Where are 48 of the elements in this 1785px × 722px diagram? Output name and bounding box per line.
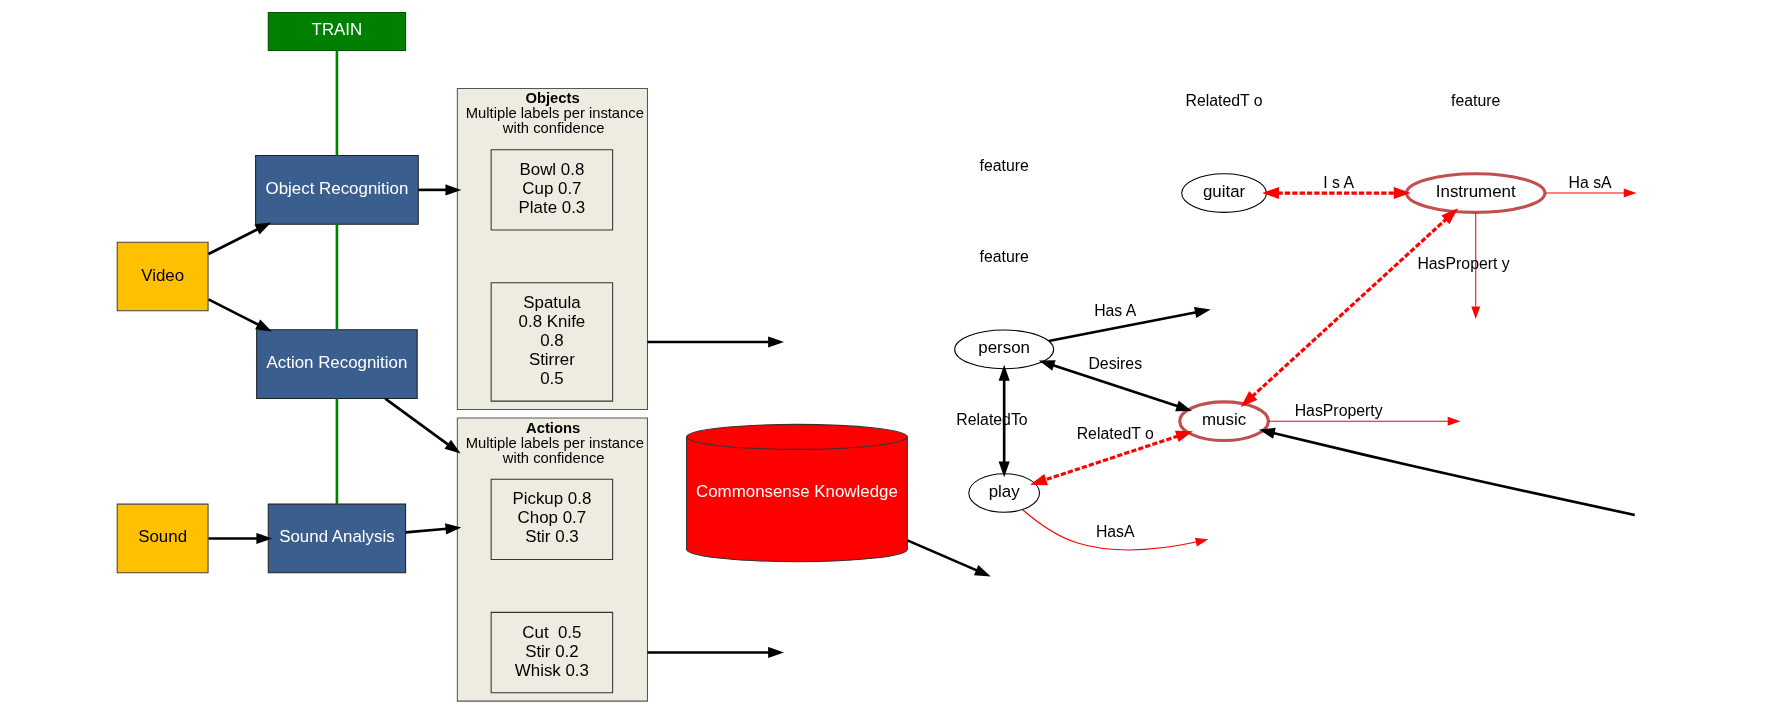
node-ellipse: Instrument [1404, 172, 1546, 214]
node-box: Object Recognition [254, 155, 419, 225]
edge-label: RelatedT o [1076, 425, 1154, 443]
arrow [998, 364, 1010, 478]
arrow [647, 336, 784, 348]
node-box: Sound Analysis [267, 503, 406, 574]
node-box: Video [116, 241, 209, 312]
connector [335, 224, 338, 330]
node-ellipse: play [967, 473, 1040, 513]
arrow [1029, 430, 1193, 486]
connector [335, 398, 338, 505]
edge-label: Has A [1093, 301, 1136, 319]
label: feature [979, 248, 1029, 266]
arrow [906, 539, 991, 577]
edge-label: Desires [1087, 355, 1142, 373]
arrow [1240, 208, 1458, 407]
edge-label: I s A [1322, 173, 1354, 191]
node-box: Spatula 0.8 Knife 0.8 Stirrer 0.5 [490, 282, 613, 402]
arrow [647, 646, 784, 659]
arrow [1261, 187, 1411, 199]
arrow [207, 222, 271, 256]
label: RelatedT o [1184, 91, 1263, 109]
arrow [1544, 188, 1636, 198]
arrow [1048, 307, 1211, 343]
label: feature [1450, 91, 1500, 109]
arrow [417, 184, 461, 196]
arrow [383, 397, 461, 454]
connector [335, 50, 338, 156]
arrow [1267, 416, 1460, 426]
node-box: Action Recognition [255, 329, 418, 400]
arrow [1470, 212, 1480, 320]
node-box: Sound [116, 503, 209, 574]
edge-label: HasProperty [1294, 401, 1383, 419]
node-box: Pickup 0.8 Chop 0.7 Stir 0.3 [490, 478, 613, 561]
node-box: TRAIN [267, 11, 406, 51]
node-ellipse: guitar [1180, 173, 1267, 213]
arrow [405, 523, 461, 535]
edge-label: Ha sA [1568, 173, 1612, 191]
arrow [1021, 509, 1208, 551]
arrow [1038, 360, 1192, 412]
node-ellipse: music [1177, 400, 1270, 443]
arrow [1258, 427, 1635, 517]
arrow [208, 532, 272, 544]
node-box: Cut 0.5 Stir 0.2 Whisk 0.3 [490, 611, 613, 694]
arrow [207, 298, 272, 332]
edge-label: HasA [1095, 523, 1135, 541]
node-box: Bowl 0.8 Cup 0.7 Plate 0.3 [490, 149, 613, 231]
label: feature [979, 157, 1029, 175]
